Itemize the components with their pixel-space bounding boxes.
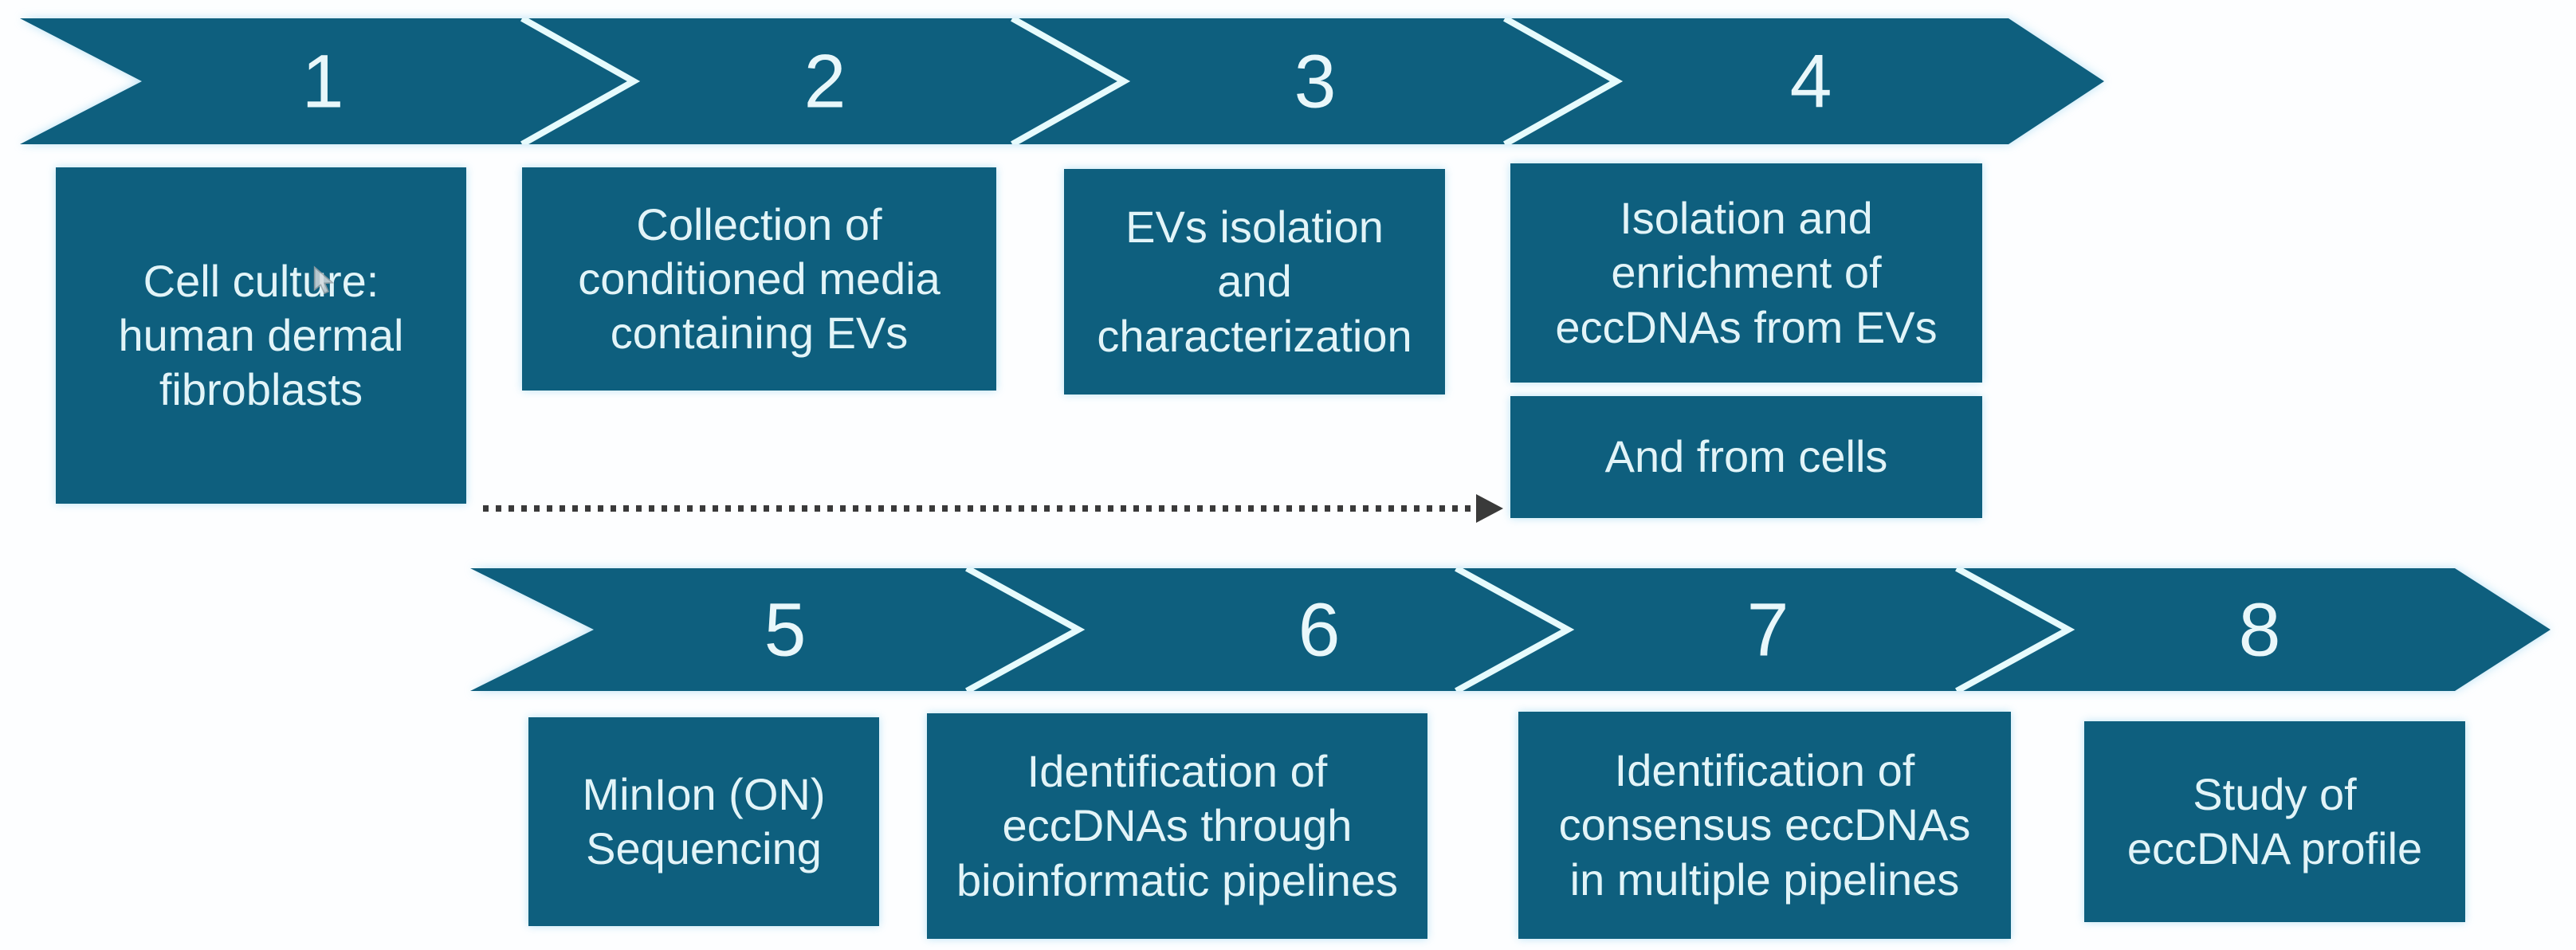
step-4-number: 4 bbox=[1789, 39, 1832, 124]
step-7-box-text: Identification of consensus eccDNAs in m… bbox=[1558, 745, 1971, 905]
step-7-number: 7 bbox=[1746, 587, 1789, 673]
step-3-box-text: EVs isolation and characterization bbox=[1097, 202, 1412, 361]
step-2-number: 2 bbox=[803, 39, 846, 124]
step-6-box: Identification of eccDNAs through bioinf… bbox=[927, 713, 1427, 939]
chevron-separator-2-3-icon bbox=[1011, 18, 1131, 144]
step-8-box: Study of eccDNA profile bbox=[2084, 721, 2465, 922]
chevron-separator-1-2-icon bbox=[520, 18, 641, 144]
chevron-separator-6-7-icon bbox=[1455, 568, 1575, 691]
step-4-secondary-box-text: And from cells bbox=[1604, 431, 1888, 482]
step-4-secondary-box: And from cells bbox=[1510, 396, 1982, 518]
step-5-box: MinIon (ON) Sequencing bbox=[528, 717, 879, 926]
step-1-number: 1 bbox=[301, 39, 344, 124]
chevron-separator-3-4-icon bbox=[1503, 18, 1624, 144]
step-3-number: 3 bbox=[1294, 39, 1337, 124]
step-1-box-text: Cell culture: human dermal fibroblasts bbox=[118, 255, 404, 415]
step-8-number: 8 bbox=[2238, 587, 2281, 673]
mouse-cursor-icon bbox=[313, 265, 335, 295]
step-1-box: Cell culture: human dermal fibroblasts bbox=[56, 167, 466, 504]
step-6-box-text: Identification of eccDNAs through bioinf… bbox=[956, 746, 1399, 905]
step-2-box: Collection of conditioned media containi… bbox=[522, 167, 996, 391]
step-8-box-text: Study of eccDNA profile bbox=[2126, 768, 2423, 873]
chevron-separator-5-6-icon bbox=[965, 568, 1086, 691]
arrowhead-icon bbox=[1476, 494, 1503, 523]
step-3-box: EVs isolation and characterization bbox=[1064, 169, 1445, 395]
top-chevron-band bbox=[20, 18, 2104, 144]
chevron-separator-7-8-icon bbox=[1955, 568, 2075, 691]
top-chevron-shape bbox=[20, 18, 2104, 144]
step-4-box-text: Isolation and enrichment of eccDNAs from… bbox=[1555, 193, 1938, 352]
step-5-number: 5 bbox=[764, 587, 807, 673]
step-4-box: Isolation and enrichment of eccDNAs from… bbox=[1510, 163, 1982, 383]
dotted-arrow-line-icon bbox=[483, 505, 1481, 512]
step-2-box-text: Collection of conditioned media containi… bbox=[578, 198, 940, 359]
bottom-chevron-band bbox=[470, 568, 2550, 691]
step-5-box-text: MinIon (ON) Sequencing bbox=[582, 768, 826, 873]
step-6-number: 6 bbox=[1298, 587, 1341, 673]
bottom-chevron-shape bbox=[470, 568, 2550, 691]
step-7-box: Identification of consensus eccDNAs in m… bbox=[1518, 712, 2011, 939]
